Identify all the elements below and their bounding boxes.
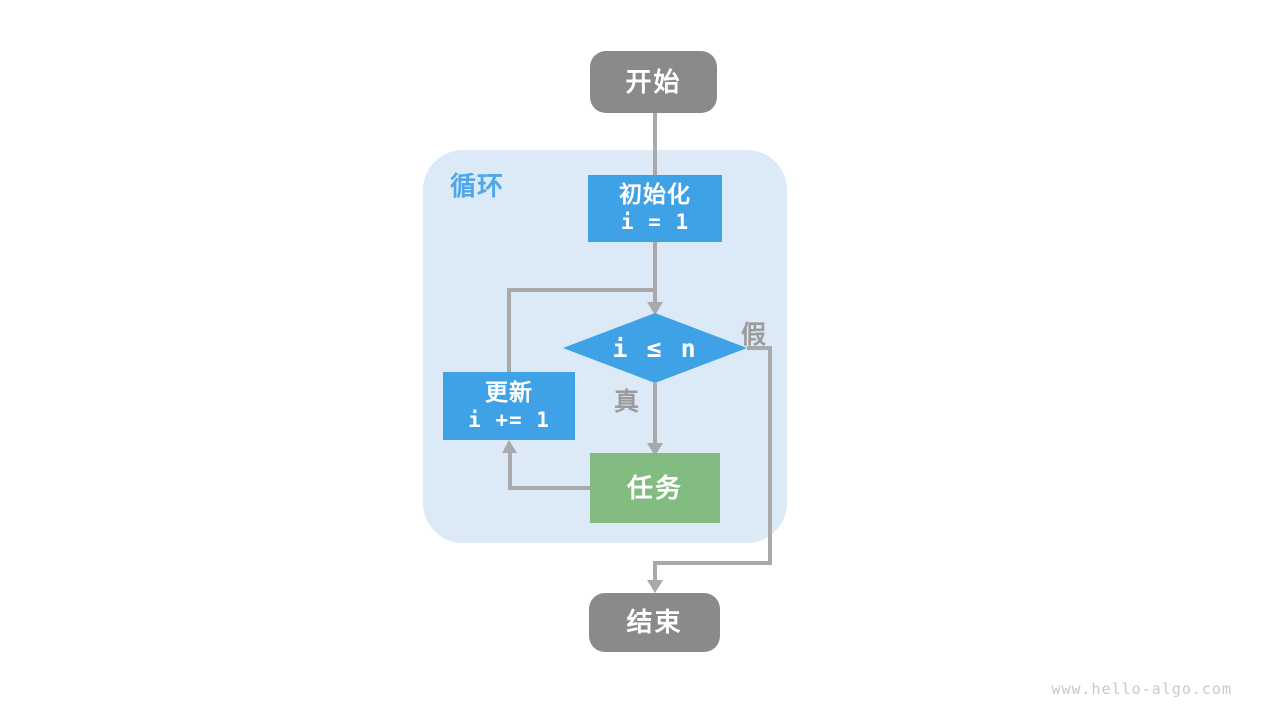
edge-condition-to-end	[653, 346, 772, 581]
arrowhead-into-task	[647, 443, 663, 456]
arrowhead-into-condition	[647, 302, 663, 315]
node-update: 更新 i += 1	[443, 372, 575, 440]
arrowhead-into-end	[647, 580, 663, 593]
node-initialize-label: 初始化	[619, 181, 691, 208]
condition-diamond-text: i ≤ n	[612, 333, 698, 363]
node-initialize-code: i = 1	[620, 210, 690, 235]
node-start: 开始	[590, 51, 717, 113]
branch-label-true: 真	[614, 388, 640, 416]
node-end-label: 结束	[626, 607, 683, 638]
condition-diamond-shape	[563, 313, 747, 383]
site-watermark: www.hello-algo.com	[1051, 680, 1232, 698]
node-update-code: i += 1	[468, 407, 550, 432]
node-end: 结束	[589, 593, 720, 652]
loop-group-label: 循环	[450, 171, 505, 201]
node-task-label: 任务	[626, 472, 683, 503]
node-task: 任务	[590, 453, 720, 523]
arrowhead-into-update	[502, 440, 517, 453]
node-initialize: 初始化 i = 1	[588, 175, 722, 242]
edge-task-to-update	[508, 452, 590, 490]
node-start-label: 开始	[625, 66, 682, 97]
edge-update-to-condition	[507, 288, 655, 372]
node-update-label: 更新	[485, 378, 533, 405]
branch-label-false: 假	[741, 321, 767, 349]
